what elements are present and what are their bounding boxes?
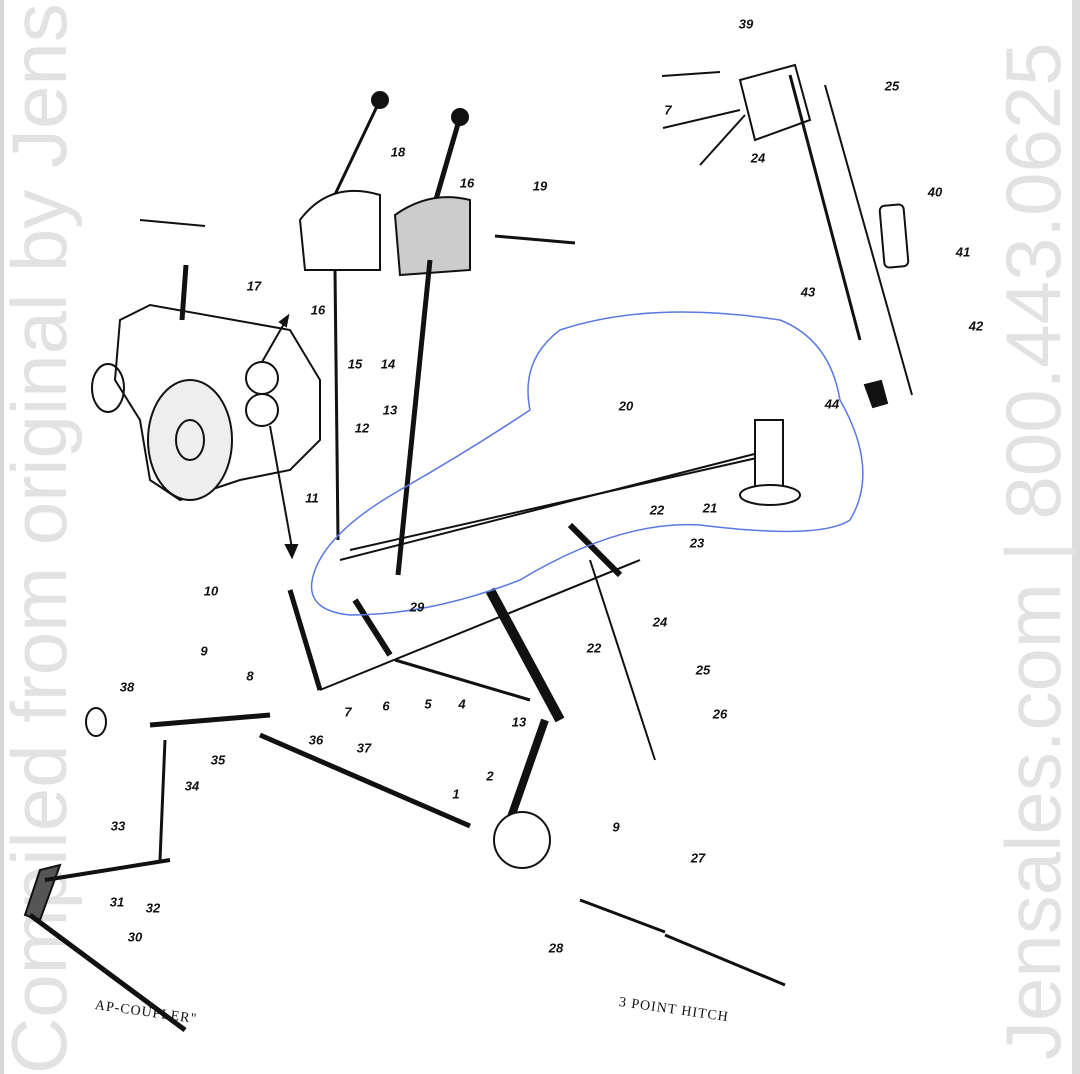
part-label: 7 xyxy=(664,102,672,118)
part-label: 13 xyxy=(511,714,527,730)
part-label: 17 xyxy=(246,278,262,294)
part-label: 35 xyxy=(210,752,226,768)
part-label: 23 xyxy=(689,535,705,551)
part-label: 25 xyxy=(695,662,711,678)
part-label: 6 xyxy=(382,698,390,714)
part-label: 10 xyxy=(203,583,219,599)
part-label: 22 xyxy=(586,640,602,656)
part-label: 21 xyxy=(702,500,718,516)
part-label: 9 xyxy=(200,643,208,659)
part-label: 2 xyxy=(486,768,494,784)
part-label: 18 xyxy=(390,144,406,160)
part-label: 39 xyxy=(738,16,754,32)
part-label: 16 xyxy=(459,175,475,191)
left-border xyxy=(0,0,4,1074)
tractor-illustration xyxy=(91,264,321,560)
annotation-loop xyxy=(310,311,864,616)
part-label: 25 xyxy=(884,78,900,94)
part-label: 20 xyxy=(618,398,634,414)
part-label: 12 xyxy=(354,420,370,436)
part-label: 4 xyxy=(458,696,466,712)
part-label: 11 xyxy=(305,490,319,506)
part-label: 38 xyxy=(119,679,135,695)
part-label: 36 xyxy=(308,732,324,748)
part-label: 15 xyxy=(347,356,363,372)
part-label: 44 xyxy=(824,396,840,412)
part-label: 5 xyxy=(424,696,432,712)
part-label: 32 xyxy=(145,900,161,916)
part-label: 26 xyxy=(712,706,728,722)
part-label: 27 xyxy=(690,850,706,866)
part-label: 43 xyxy=(800,284,816,300)
part-label: 29 xyxy=(409,599,425,615)
part-label: 28 xyxy=(548,940,564,956)
part-label: 24 xyxy=(750,150,766,166)
part-label: 30 xyxy=(127,929,143,945)
part-label: 41 xyxy=(955,244,971,260)
part-label: 24 xyxy=(652,614,668,630)
part-label: 40 xyxy=(927,184,943,200)
part-label: 34 xyxy=(184,778,200,794)
part-label: 16 xyxy=(310,302,326,318)
right-border xyxy=(1072,0,1080,1074)
part-label: 7 xyxy=(344,704,352,720)
part-label: 33 xyxy=(110,818,126,834)
part-label: 1 xyxy=(452,786,460,802)
part-label: 22 xyxy=(649,502,665,518)
part-label: 31 xyxy=(109,894,125,910)
part-label: 14 xyxy=(380,356,396,372)
part-label: 8 xyxy=(246,668,254,684)
part-label: 42 xyxy=(968,318,984,334)
part-label: 13 xyxy=(382,402,398,418)
part-label: 37 xyxy=(356,740,372,756)
part-label: 9 xyxy=(612,819,620,835)
part-label: 19 xyxy=(532,178,548,194)
